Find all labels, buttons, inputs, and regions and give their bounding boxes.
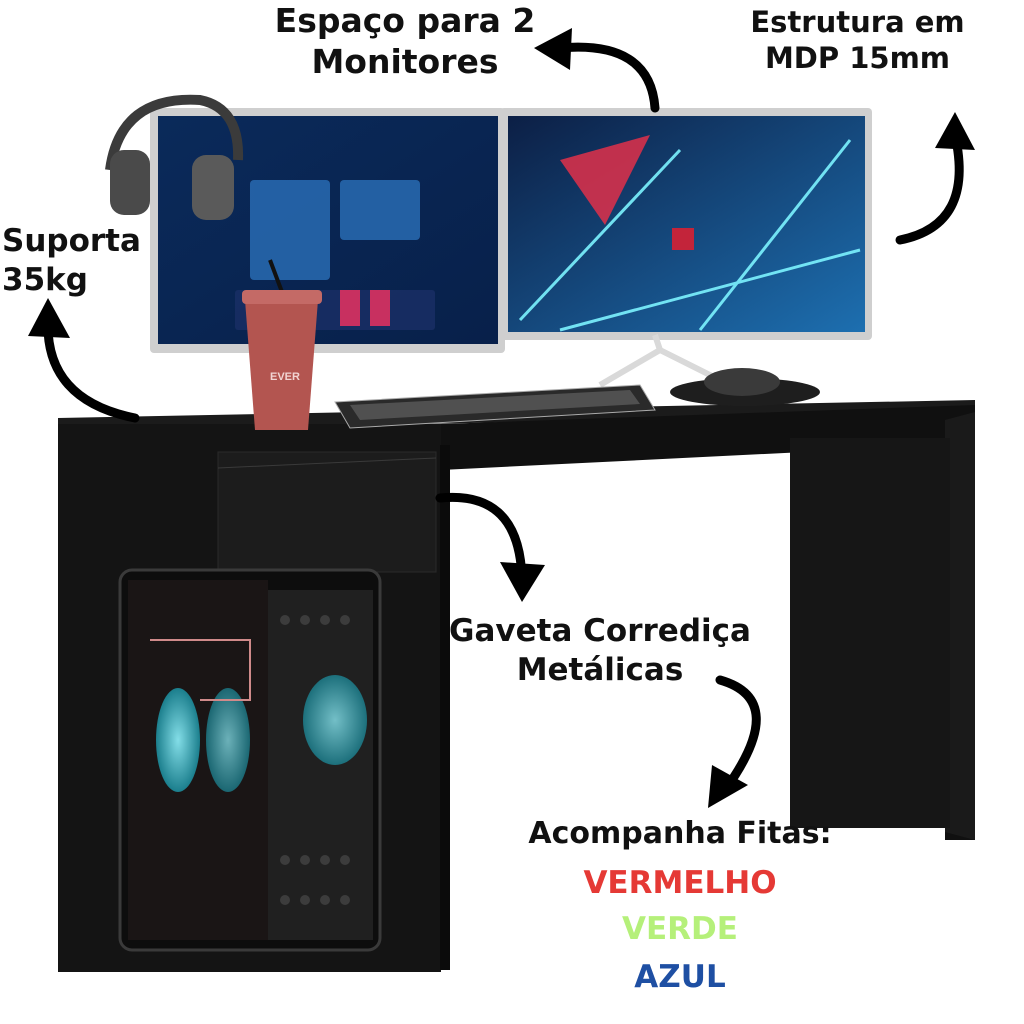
right-monitor — [500, 108, 872, 388]
cup-text: EVER — [270, 371, 300, 383]
arrow-estrutura-icon — [895, 130, 964, 245]
mousepad-mouse — [670, 368, 820, 406]
arrow-monitors-icon — [555, 42, 660, 113]
label-gaveta: Gaveta Corrediça Metálicas — [449, 613, 751, 688]
label-monitors: Espaço para 2 Monitores — [274, 1, 536, 82]
label-fitas-title: Acompanha Fitas: — [528, 816, 832, 851]
label-fita-green: VERDE — [622, 911, 738, 947]
keyboard — [334, 384, 656, 429]
arrow-fitas-icon — [715, 675, 761, 795]
arrow-suporta-icon — [43, 315, 140, 423]
label-suporta: Suporta 35kg — [2, 223, 141, 298]
label-fita-blue: AZUL — [634, 959, 726, 995]
arrow-gaveta-icon — [435, 492, 527, 585]
label-fita-red: VERMELHO — [583, 865, 777, 901]
pc-case — [118, 568, 382, 952]
left-monitor — [150, 108, 505, 353]
headphones — [105, 94, 244, 220]
drawer — [217, 451, 437, 573]
label-estrutura: Estrutura em MDP 15mm — [750, 5, 965, 76]
cup: EVER — [242, 259, 322, 430]
